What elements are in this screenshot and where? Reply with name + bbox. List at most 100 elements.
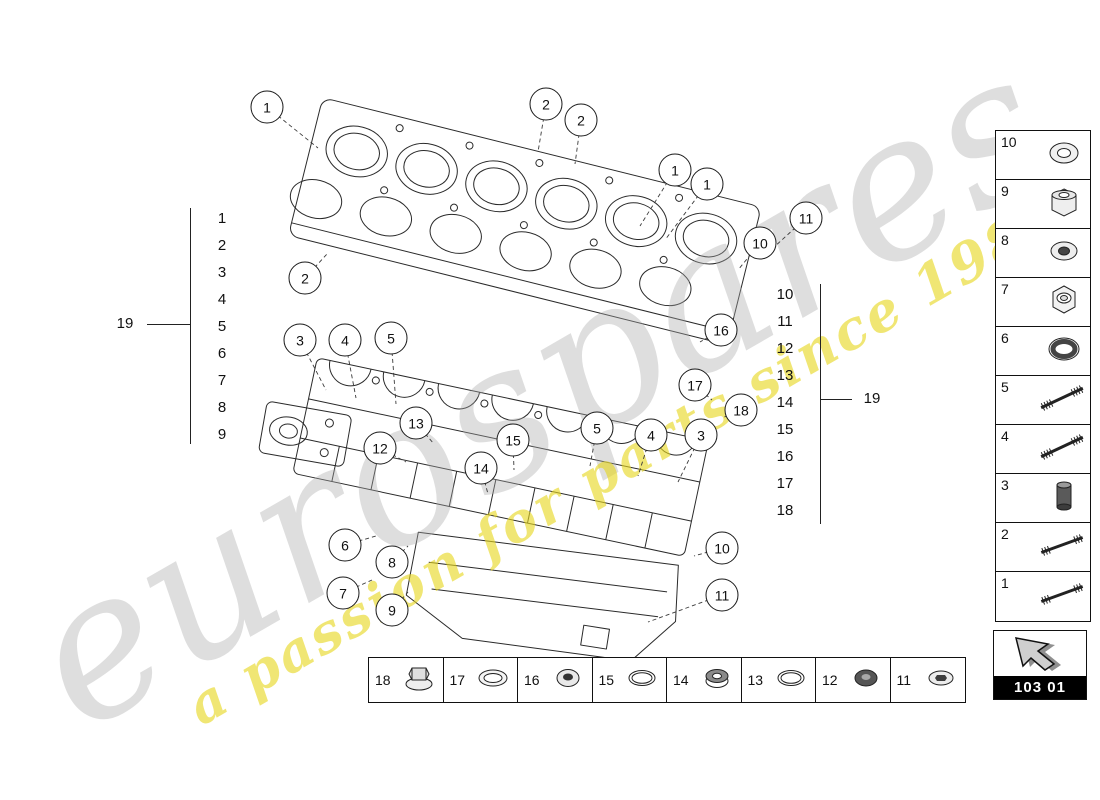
part-callout-2[interactable]: 2 — [529, 87, 563, 121]
part-callout-2[interactable]: 2 — [288, 261, 322, 295]
index-number: 14 — [776, 394, 794, 411]
part-callout-3[interactable]: 3 — [283, 323, 317, 357]
seal-washer-icon — [473, 661, 513, 700]
parts-bottom-strip: 18 17 16 15 14 13 12 11 — [368, 657, 966, 703]
part-callout-1[interactable]: 1 — [658, 153, 692, 187]
index-number: 1 — [217, 210, 227, 227]
part-callout-1[interactable]: 1 — [250, 90, 284, 124]
part-number: 6 — [1001, 330, 1009, 346]
index-number: 9 — [217, 426, 227, 443]
sidebar-part-3[interactable]: 3 — [996, 474, 1090, 523]
part-number: 10 — [1001, 134, 1017, 150]
bottom-part-14[interactable]: 14 — [667, 658, 742, 702]
parts-sidebar: 10 9 8 7 6 5 4 3 — [995, 130, 1091, 622]
part-number: 3 — [1001, 477, 1009, 493]
part-callout-11[interactable]: 11 — [789, 201, 823, 235]
part-callout-14[interactable]: 14 — [464, 451, 498, 485]
washer-icon — [1036, 231, 1088, 276]
bottom-part-16[interactable]: 16 — [518, 658, 593, 702]
bottom-part-12[interactable]: 12 — [816, 658, 891, 702]
part-number: 14 — [673, 672, 689, 688]
stud-bolt-icon — [1036, 378, 1088, 423]
index-number: 16 — [776, 448, 794, 465]
washer-icon — [1036, 133, 1088, 178]
bracket-line — [147, 324, 190, 325]
stud-bolt-icon — [1036, 427, 1088, 472]
part-callout-5[interactable]: 5 — [580, 411, 614, 445]
sidebar-part-5[interactable]: 5 — [996, 376, 1090, 425]
part-number: 18 — [375, 672, 391, 688]
part-callout-11[interactable]: 11 — [705, 578, 739, 612]
part-callout-4[interactable]: 4 — [634, 418, 668, 452]
part-callout-12[interactable]: 12 — [363, 431, 397, 465]
back-arrow-icon — [994, 631, 1086, 676]
index-number: 17 — [776, 475, 794, 492]
index-number: 2 — [217, 237, 227, 254]
index-number: 8 — [217, 399, 227, 416]
part-callout-18[interactable]: 18 — [724, 393, 758, 427]
part-callout-2[interactable]: 2 — [564, 103, 598, 137]
part-number: 16 — [524, 672, 540, 688]
o-ring-icon — [771, 661, 811, 700]
sidebar-part-9[interactable]: 9 — [996, 180, 1090, 229]
sidebar-part-1[interactable]: 1 — [996, 572, 1090, 621]
group-ref-label: 19 — [863, 390, 881, 407]
index-number: 5 — [217, 318, 227, 335]
part-callout-3[interactable]: 3 — [684, 418, 718, 452]
screw-plug-icon — [548, 661, 588, 700]
part-number: 1 — [1001, 575, 1009, 591]
seal-ring-icon — [1036, 329, 1088, 374]
bottom-part-11[interactable]: 11 — [890, 658, 965, 702]
o-ring-icon — [622, 661, 662, 700]
part-callout-4[interactable]: 4 — [328, 323, 362, 357]
bottom-part-17[interactable]: 17 — [443, 658, 518, 702]
oil-pan — [405, 531, 679, 662]
page-code-box[interactable]: 103 01 — [993, 630, 1087, 700]
bracket-line — [821, 399, 852, 400]
bracket-line — [820, 284, 821, 524]
index-number: 10 — [776, 286, 794, 303]
part-number: 5 — [1001, 379, 1009, 395]
part-number: 2 — [1001, 526, 1009, 542]
part-callout-9[interactable]: 9 — [375, 593, 409, 627]
part-callout-17[interactable]: 17 — [678, 368, 712, 402]
sidebar-part-10[interactable]: 10 — [996, 131, 1090, 180]
part-callout-10[interactable]: 10 — [743, 226, 777, 260]
part-callout-7[interactable]: 7 — [326, 576, 360, 610]
index-number: 13 — [776, 367, 794, 384]
sidebar-part-6[interactable]: 6 — [996, 327, 1090, 376]
dowel-sleeve-icon — [1036, 476, 1088, 521]
index-number: 12 — [776, 340, 794, 357]
part-callout-10[interactable]: 10 — [705, 531, 739, 565]
sidebar-part-8[interactable]: 8 — [996, 229, 1090, 278]
part-callout-8[interactable]: 8 — [375, 545, 409, 579]
sidebar-part-4[interactable]: 4 — [996, 425, 1090, 474]
index-number: 6 — [217, 345, 227, 362]
part-callout-13[interactable]: 13 — [399, 406, 433, 440]
index-number: 3 — [217, 264, 227, 281]
part-callout-6[interactable]: 6 — [328, 528, 362, 562]
group-ref-label: 19 — [116, 315, 134, 332]
part-number: 9 — [1001, 183, 1009, 199]
bushing-icon — [697, 661, 737, 700]
part-callout-16[interactable]: 16 — [704, 313, 738, 347]
index-number: 7 — [217, 372, 227, 389]
part-callout-1[interactable]: 1 — [690, 167, 724, 201]
index-number: 15 — [776, 421, 794, 438]
flanged-plug-icon — [399, 661, 439, 700]
hex-nut-icon — [1036, 280, 1088, 325]
stud-bolt-icon — [1036, 525, 1088, 570]
sidebar-part-2[interactable]: 2 — [996, 523, 1090, 572]
lock-nut-icon — [1036, 182, 1088, 227]
part-callout-15[interactable]: 15 — [496, 423, 530, 457]
bottom-part-13[interactable]: 13 — [741, 658, 816, 702]
part-number: 11 — [896, 672, 912, 688]
part-callout-5[interactable]: 5 — [374, 321, 408, 355]
bottom-part-15[interactable]: 15 — [592, 658, 667, 702]
socket-plug-icon — [921, 661, 961, 700]
part-number: 13 — [747, 672, 764, 688]
sidebar-part-7[interactable]: 7 — [996, 278, 1090, 327]
bottom-part-18[interactable]: 18 — [369, 658, 444, 702]
